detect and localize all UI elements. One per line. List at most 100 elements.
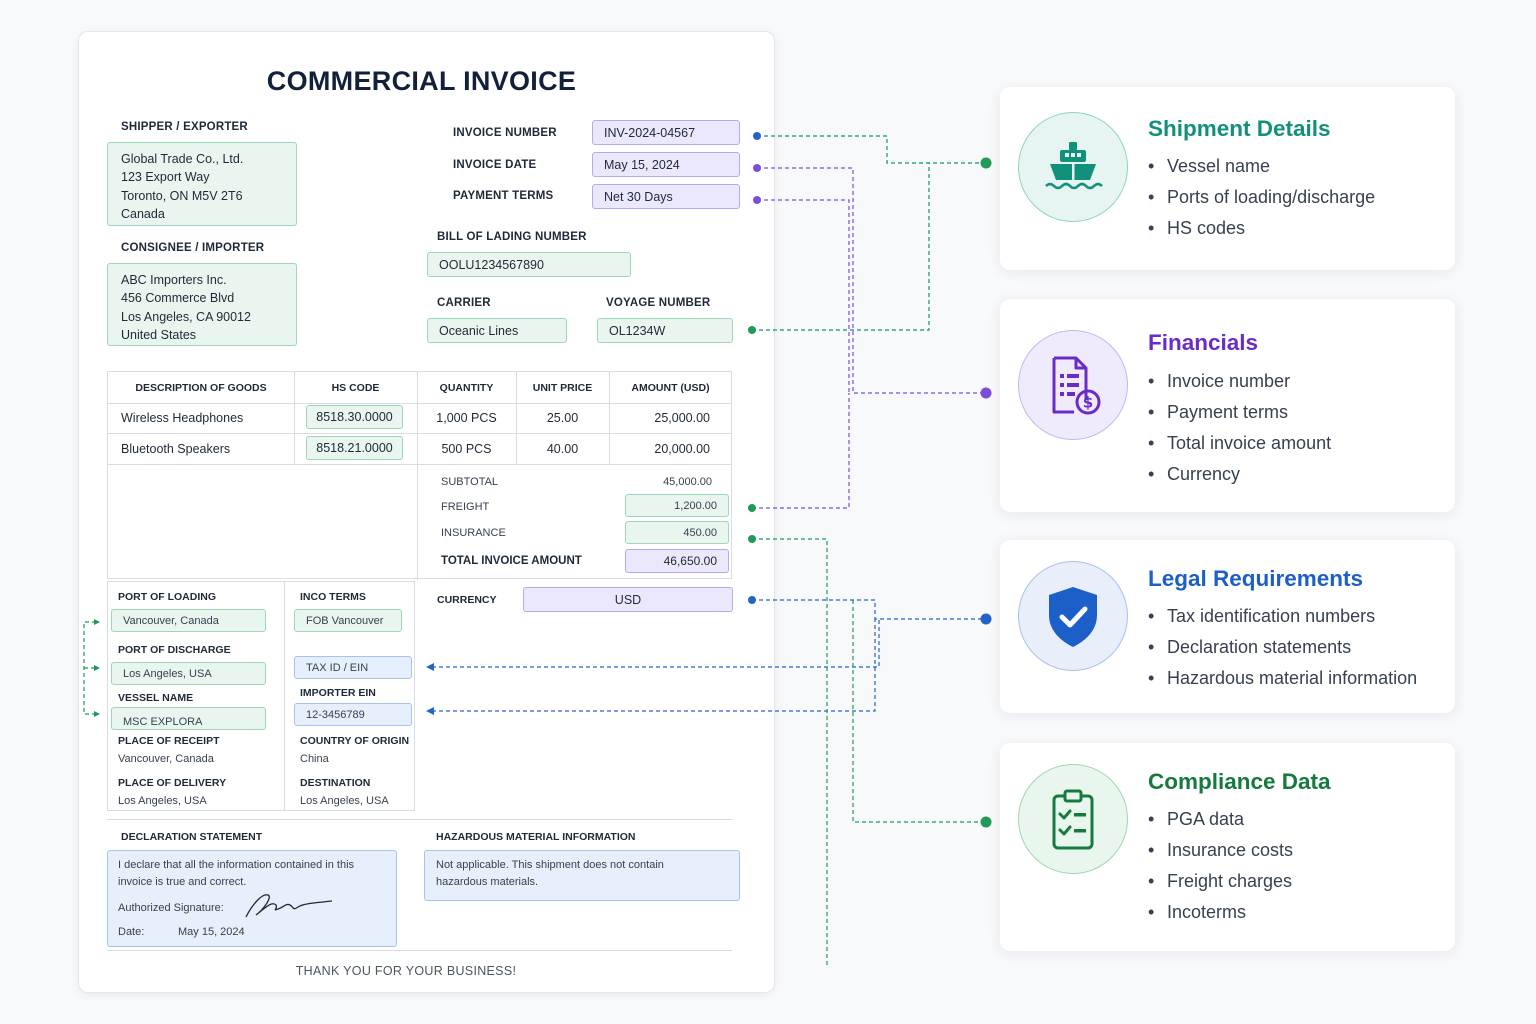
hazardous-text-line: Not applicable. This shipment does not c…	[436, 859, 664, 871]
hazardous-box: Not applicable. This shipment does not c…	[424, 850, 740, 901]
consignee-line: 456 Commerce Blvd	[121, 291, 235, 306]
port-of-loading-label: PORT OF LOADING	[118, 591, 216, 603]
list-item: Declaration statements	[1148, 632, 1417, 663]
voyage-number-label: VOYAGE NUMBER	[606, 297, 711, 309]
hazardous-text-line: hazardous materials.	[436, 876, 539, 888]
country-of-origin-label: COUNTRY OF ORIGIN	[300, 735, 410, 747]
shipper-line: Canada	[121, 206, 165, 221]
invoice-date-label: INVOICE DATE	[453, 159, 537, 171]
declaration-label: DECLARATION STATEMENT	[121, 831, 263, 843]
table-header-hs-code: HS CODE	[331, 382, 380, 394]
commercial-invoice-document: COMMERCIAL INVOICE SHIPPER / EXPORTER Gl…	[78, 31, 775, 993]
invoice-date-field: May 15, 2024	[592, 152, 740, 177]
consignee-line: Los Angeles, CA 90012	[121, 309, 251, 324]
list-item: Payment terms	[1148, 397, 1331, 428]
goods-table: DESCRIPTION OF GOODS HS CODE QUANTITY UN…	[107, 371, 732, 580]
card-title: Financials	[1148, 330, 1259, 355]
payment-terms-label: PAYMENT TERMS	[453, 190, 554, 202]
date-label: Date:	[118, 926, 145, 938]
place-of-receipt-label: PLACE OF RECEIPT	[118, 735, 220, 747]
row-amount: 25,000.00	[654, 411, 710, 425]
row-unit-price: 40.00	[546, 442, 579, 456]
consignee-line: ABC Importers Inc.	[121, 273, 227, 287]
shipping-details-panel	[107, 581, 415, 811]
vessel-name-label: VESSEL NAME	[118, 692, 194, 704]
row-hs-code: 8518.30.0000	[306, 405, 403, 429]
declaration-text-line: invoice is true and correct.	[118, 876, 247, 888]
list-item: Currency	[1148, 459, 1331, 490]
subtotal-value: 45,000.00	[663, 476, 712, 488]
country-of-origin-value: China	[300, 753, 329, 765]
table-header-quantity: QUANTITY	[439, 382, 494, 394]
table-header-description: DESCRIPTION OF GOODS	[135, 382, 267, 394]
shipper-line: Toronto, ON M5V 2T6	[121, 188, 243, 203]
card-list: PGA data Insurance costs Freight charges…	[1148, 804, 1293, 928]
list-item: Hazardous material information	[1148, 663, 1417, 694]
bill-of-lading-label: BILL OF LADING NUMBER	[437, 231, 587, 243]
port-of-loading-field: Vancouver, Canada	[111, 609, 266, 632]
card-legal-requirements: Legal Requirements Tax identification nu…	[1000, 540, 1455, 713]
ship-icon	[1018, 112, 1128, 222]
place-of-delivery-label: PLACE OF DELIVERY	[118, 777, 227, 789]
payment-terms-field: Net 30 Days	[592, 184, 740, 209]
list-item: Freight charges	[1148, 866, 1293, 897]
bill-of-lading-field: OOLU1234567890	[427, 252, 631, 277]
card-shipment-details: Shipment Details Vessel name Ports of lo…	[1000, 87, 1455, 270]
carrier-field: Oceanic Lines	[427, 318, 567, 343]
row-description: Wireless Headphones	[121, 411, 244, 425]
consignee-address-box: ABC Importers Inc. 456 Commerce Blvd Los…	[107, 263, 297, 346]
total-field: 46,650.00	[625, 549, 729, 573]
invoice-number-label: INVOICE NUMBER	[453, 127, 557, 139]
currency-field: USD	[523, 587, 733, 612]
list-item: Total invoice amount	[1148, 428, 1331, 459]
total-label: TOTAL INVOICE AMOUNT	[441, 555, 582, 567]
consignee-line: United States	[121, 327, 197, 342]
list-item: PGA data	[1148, 804, 1293, 835]
clipboard-check-icon	[1018, 764, 1128, 874]
card-list: Tax identification numbers Declaration s…	[1148, 601, 1417, 694]
inco-terms-field: FOB Vancouver	[294, 609, 402, 632]
card-title: Shipment Details	[1148, 116, 1331, 141]
connector-voyage	[752, 163, 930, 331]
row-unit-price: 25.00	[546, 411, 579, 425]
insurance-label: INSURANCE	[441, 527, 506, 539]
destination-label: DESTINATION	[300, 777, 371, 789]
inco-terms-label: INCO TERMS	[300, 591, 366, 603]
connector-invoice-number	[757, 135, 986, 164]
vessel-name-field: MSC EXPLORA	[111, 707, 266, 730]
place-of-receipt-value: Vancouver, Canada	[118, 753, 214, 765]
card-financials: $ Financials Invoice number Payment term…	[1000, 299, 1455, 512]
hazardous-label: HAZARDOUS MATERIAL INFORMATION	[436, 831, 636, 843]
svg-text:$: $	[1083, 394, 1093, 412]
row-amount: 20,000.00	[654, 442, 710, 456]
invoice-number-field: INV-2024-04567	[592, 120, 740, 145]
shipper-label: SHIPPER / EXPORTER	[121, 121, 248, 133]
invoice-title: COMMERCIAL INVOICE	[266, 66, 577, 96]
invoice-dollar-icon: $	[1018, 330, 1128, 440]
connector-invoice-date	[757, 167, 986, 394]
list-item: Incoterms	[1148, 897, 1293, 928]
card-list: Invoice number Payment terms Total invoi…	[1148, 366, 1331, 490]
destination-value: Los Angeles, USA	[300, 795, 389, 807]
signature-label: Authorized Signature:	[118, 902, 224, 914]
port-of-discharge-field: Los Angeles, USA	[111, 662, 266, 685]
connector-compliance	[852, 600, 986, 823]
footer-thank-you: THANK YOU FOR YOUR BUSINESS!	[295, 964, 517, 978]
place-of-delivery-value: Los Angeles, USA	[118, 795, 207, 807]
row-quantity: 1,000 PCS	[436, 411, 497, 425]
shipper-address-box: Global Trade Co., Ltd. 123 Export Way To…	[107, 142, 297, 226]
shield-check-icon	[1018, 561, 1128, 671]
carrier-label: CARRIER	[437, 297, 491, 309]
port-of-discharge-label: PORT OF DISCHARGE	[118, 644, 231, 656]
list-item: Ports of loading/discharge	[1148, 182, 1375, 213]
subtotal-label: SUBTOTAL	[441, 476, 499, 488]
list-item: Tax identification numbers	[1148, 601, 1417, 632]
declaration-text-line: I declare that all the information conta…	[118, 859, 355, 871]
list-item: Vessel name	[1148, 151, 1375, 182]
consignee-label: CONSIGNEE / IMPORTER	[121, 242, 265, 254]
list-item: Insurance costs	[1148, 835, 1293, 866]
row-quantity: 500 PCS	[441, 442, 492, 456]
connector-currency	[752, 599, 986, 620]
card-compliance-data: Compliance Data PGA data Insurance costs…	[1000, 743, 1455, 951]
declaration-date: May 15, 2024	[178, 926, 245, 938]
